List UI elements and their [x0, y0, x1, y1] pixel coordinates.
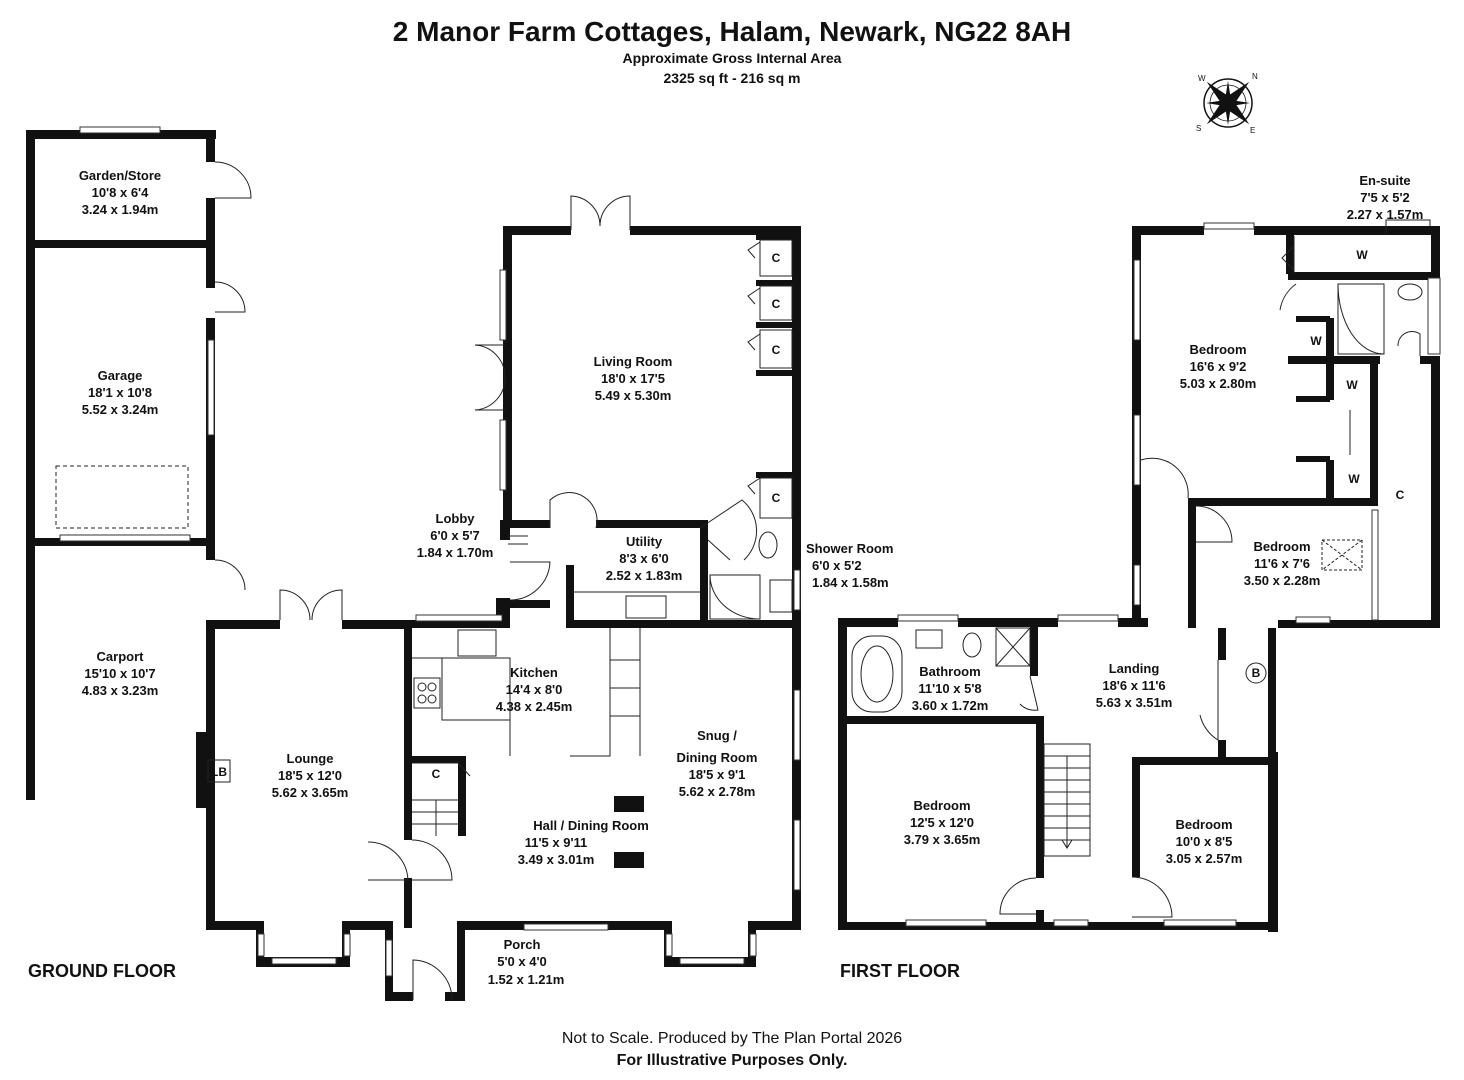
lobby-metric: 1.84 x 1.70m	[417, 545, 494, 560]
cupboard-marker: C	[432, 767, 441, 781]
wardrobe-marker: W	[1310, 334, 1322, 348]
first-floor-fixtures	[851, 219, 1431, 918]
landing-name: Landing	[1109, 661, 1160, 676]
bedroom-4-metric: 3.05 x 2.57m	[1166, 851, 1243, 866]
hall-imperial: 11'5 x 9'11	[525, 835, 588, 850]
living-room-imperial: 18'0 x 17'5	[601, 371, 665, 386]
ground-floor-labels: Garden/Store 10'8 x 6'4 3.24 x 1.94m Gar…	[28, 168, 893, 987]
bedroom-1-name: Bedroom	[1189, 342, 1246, 357]
lounge-metric: 5.62 x 3.65m	[272, 785, 349, 800]
ensuite-metric: 2.27 x 1.57m	[1347, 207, 1424, 222]
garage-metric: 5.52 x 3.24m	[82, 402, 159, 417]
bedroom-1-metric: 5.03 x 2.80m	[1180, 376, 1257, 391]
compass-rose-icon: N E W S	[1196, 72, 1258, 135]
landing-imperial: 18'6 x 11'6	[1102, 678, 1165, 693]
cupboard-marker: C	[772, 251, 781, 265]
shower-room-metric: 1.84 x 1.58m	[812, 575, 889, 590]
lounge-imperial: 18'5 x 12'0	[278, 768, 342, 783]
lobby-name: Lobby	[436, 511, 476, 526]
bedroom-1-imperial: 16'6 x 9'2	[1190, 359, 1247, 374]
utility-metric: 2.52 x 1.83m	[606, 568, 683, 583]
first-floor-labels: En-suite 7'5 x 5'2 2.27 x 1.57m Bedroom …	[840, 173, 1423, 981]
area-label: Approximate Gross Internal Area	[623, 50, 842, 66]
shower-room-imperial: 6'0 x 5'2	[812, 558, 862, 573]
garage-name: Garage	[98, 368, 143, 383]
lobby-imperial: 6'0 x 5'7	[430, 528, 480, 543]
porch-imperial: 5'0 x 4'0	[497, 954, 547, 969]
first-floor-label: FIRST FLOOR	[840, 961, 960, 981]
footer-illustrative: For Illustrative Purposes Only.	[617, 1052, 848, 1069]
snug-name: Snug /	[697, 728, 737, 743]
lounge-name: Lounge	[287, 751, 334, 766]
carport-name: Carport	[97, 649, 145, 664]
bathroom-imperial: 11'10 x 5'8	[918, 681, 981, 696]
snug-imperial: 18'5 x 9'1	[689, 767, 746, 782]
shower-room-name: Shower Room	[806, 541, 893, 556]
bedroom-2-metric: 3.50 x 2.28m	[1244, 573, 1321, 588]
bedroom-4-imperial: 10'0 x 8'5	[1176, 834, 1233, 849]
utility-name: Utility	[626, 534, 663, 549]
compass-s: S	[1196, 124, 1201, 133]
porch-metric: 1.52 x 1.21m	[488, 972, 565, 987]
garage-imperial: 18'1 x 10'8	[88, 385, 152, 400]
wardrobe-marker: W	[1356, 248, 1368, 262]
landing-metric: 5.63 x 3.51m	[1096, 695, 1173, 710]
bedroom-2-imperial: 11'6 x 7'6	[1254, 556, 1310, 571]
bedroom-3-metric: 3.79 x 3.65m	[904, 832, 981, 847]
hall-name: Hall / Dining Room	[533, 818, 649, 833]
living-room-name: Living Room	[594, 354, 673, 369]
carport-metric: 4.83 x 3.23m	[82, 683, 159, 698]
snug-metric: 5.62 x 2.78m	[679, 784, 756, 799]
kitchen-metric: 4.38 x 2.45m	[496, 699, 573, 714]
kitchen-name: Kitchen	[510, 665, 558, 680]
ground-floor-walls	[26, 130, 801, 1001]
footer-disclaimer: Not to Scale. Produced by The Plan Porta…	[562, 1030, 902, 1047]
ground-floor-fixtures	[55, 161, 793, 1001]
hall-metric: 3.49 x 3.01m	[518, 852, 595, 867]
bedroom-4-name: Bedroom	[1175, 817, 1232, 832]
compass-n: N	[1252, 72, 1258, 81]
first-floor-markers: W W W W C B	[1245, 248, 1405, 684]
compass-e: E	[1250, 126, 1255, 135]
cupboard-marker: C	[1396, 488, 1405, 502]
ensuite-name: En-suite	[1359, 173, 1410, 188]
living-room-metric: 5.49 x 5.30m	[595, 388, 672, 403]
utility-imperial: 8'3 x 6'0	[619, 551, 669, 566]
wardrobe-marker: W	[1348, 472, 1360, 486]
garden-store-metric: 3.24 x 1.94m	[82, 202, 159, 217]
bathroom-metric: 3.60 x 1.72m	[912, 698, 989, 713]
bathroom-name: Bathroom	[919, 664, 980, 679]
cupboard-marker: C	[772, 343, 781, 357]
carport-imperial: 15'10 x 10'7	[84, 666, 155, 681]
ground-floor-windows	[59, 126, 801, 977]
bedroom-2-name: Bedroom	[1253, 539, 1310, 554]
bedroom-3-name: Bedroom	[913, 798, 970, 813]
porch-name: Porch	[504, 937, 541, 952]
log-burner-marker: LB	[211, 765, 227, 779]
ground-floor-label: GROUND FLOOR	[28, 961, 176, 981]
bedroom-3-imperial: 12'5 x 12'0	[910, 815, 974, 830]
property-title: 2 Manor Farm Cottages, Halam, Newark, NG…	[393, 16, 1071, 47]
wardrobe-marker: W	[1346, 378, 1358, 392]
kitchen-imperial: 14'4 x 8'0	[506, 682, 563, 697]
cupboard-marker: C	[772, 297, 781, 311]
first-floor-walls	[838, 226, 1440, 932]
ground-floor-markers: C C C C C LB	[207, 239, 793, 783]
compass-w: W	[1198, 74, 1206, 83]
first-floor-windows	[897, 222, 1441, 927]
garden-store-imperial: 10'8 x 6'4	[92, 185, 150, 200]
garden-store-name: Garden/Store	[79, 168, 161, 183]
cupboard-marker: C	[772, 491, 781, 505]
boiler-marker: B	[1252, 666, 1261, 680]
snug-name-2: Dining Room	[677, 750, 758, 765]
ensuite-imperial: 7'5 x 5'2	[1360, 190, 1410, 205]
area-value: 2325 sq ft - 216 sq m	[664, 70, 801, 86]
